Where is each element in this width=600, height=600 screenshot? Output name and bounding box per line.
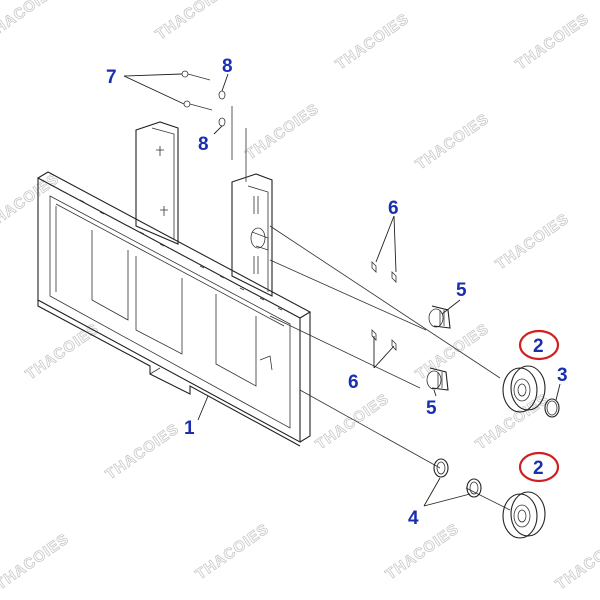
rollers-part-2 bbox=[502, 365, 546, 539]
svg-text:THACOIES: THACOIES bbox=[243, 100, 323, 163]
svg-text:THACOIES: THACOIES bbox=[473, 390, 553, 453]
callout-6-lower: 6 bbox=[348, 372, 359, 393]
callout-7: 7 bbox=[106, 67, 117, 88]
snap-ring-part-3 bbox=[544, 398, 560, 418]
callout-2-top: 2 bbox=[533, 336, 544, 357]
callout-4: 4 bbox=[408, 508, 419, 529]
svg-text:THACOIES: THACOIES bbox=[103, 420, 183, 483]
highlight-marks bbox=[518, 329, 560, 483]
callout-5-top: 5 bbox=[456, 280, 467, 301]
svg-text:THACOIES: THACOIES bbox=[413, 110, 493, 173]
svg-text:THACOIES: THACOIES bbox=[0, 530, 72, 593]
svg-text:THACOIES: THACOIES bbox=[0, 0, 62, 43]
callout-1: 1 bbox=[184, 418, 195, 439]
callout-6-top: 6 bbox=[388, 198, 399, 219]
shims-part-6 bbox=[371, 261, 397, 351]
frame-part-1 bbox=[37, 121, 312, 447]
shafts-part-5 bbox=[426, 305, 451, 391]
leader-lines bbox=[123, 73, 561, 507]
svg-text:THACOIES: THACOIES bbox=[193, 520, 273, 583]
svg-text:THACOIES: THACOIES bbox=[333, 10, 413, 73]
washers-part-8 bbox=[218, 90, 226, 127]
callout-2-lower: 2 bbox=[533, 458, 544, 479]
callout-labels: 7 8 8 6 5 2 3 6 5 1 2 4 bbox=[106, 56, 568, 529]
svg-text:THACOIES: THACOIES bbox=[313, 390, 393, 453]
svg-text:THACOIES: THACOIES bbox=[383, 520, 463, 583]
svg-text:THACOIES: THACOIES bbox=[553, 530, 600, 593]
svg-text:THACOIES: THACOIES bbox=[153, 0, 233, 43]
svg-text:THACOIES: THACOIES bbox=[493, 210, 573, 273]
callout-8-top: 8 bbox=[222, 56, 233, 77]
highlight-circle-roller-top bbox=[518, 329, 560, 361]
assembly-centerlines bbox=[231, 106, 511, 511]
svg-text:THACOIES: THACOIES bbox=[0, 170, 62, 233]
bolts-part-7 bbox=[181, 70, 213, 111]
svg-text:THACOIES: THACOIES bbox=[23, 320, 103, 383]
svg-text:THACOIES: THACOIES bbox=[513, 10, 593, 73]
highlight-circle-roller-bottom bbox=[518, 451, 560, 483]
callout-8-lower: 8 bbox=[198, 134, 209, 155]
callout-5-lower: 5 bbox=[426, 398, 437, 419]
callout-3: 3 bbox=[557, 365, 568, 386]
washers-part-4 bbox=[433, 458, 482, 498]
